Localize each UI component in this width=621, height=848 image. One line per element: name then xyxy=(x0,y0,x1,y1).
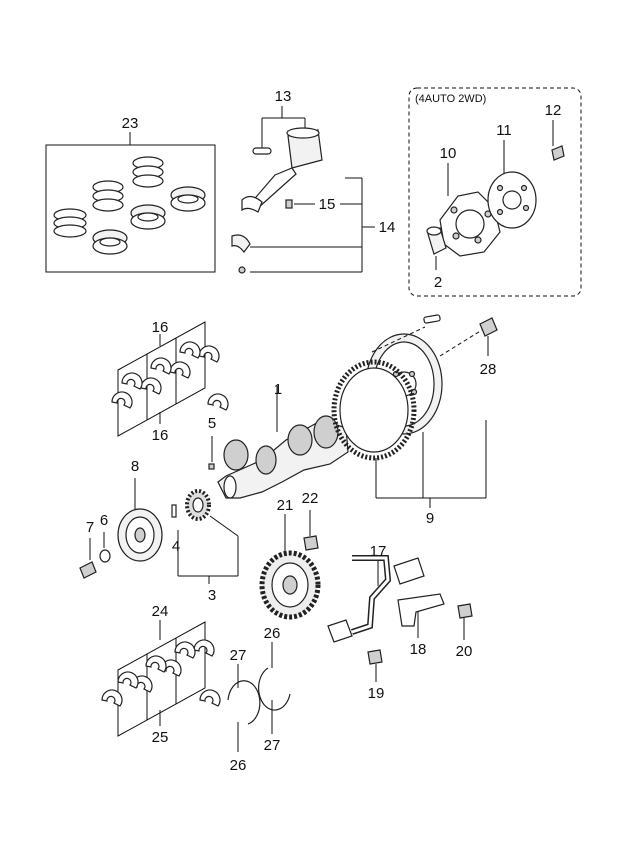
callout-27-lower: 27 xyxy=(264,737,281,754)
callout-10: 10 xyxy=(440,145,457,162)
lower-bearing-group xyxy=(101,620,221,737)
sensor-bracket xyxy=(397,593,445,627)
dowel-pin xyxy=(423,314,441,324)
callout-20: 20 xyxy=(456,643,473,660)
callout-8: 8 xyxy=(131,458,139,475)
drive-plate-group xyxy=(408,87,582,297)
callout-25: 25 xyxy=(152,729,169,746)
flywheel-bolt xyxy=(479,317,498,337)
crank-sensor xyxy=(327,619,353,643)
upper-bearing-shells xyxy=(111,341,229,411)
callout-19: 19 xyxy=(368,685,385,702)
wheel-bolt xyxy=(303,535,319,551)
callout-16-lower: 16 xyxy=(152,427,169,444)
crank-sensor-group xyxy=(327,555,473,682)
pulley-group xyxy=(79,478,239,584)
callout-24: 24 xyxy=(152,603,169,620)
callout-1: 1 xyxy=(274,381,282,398)
callout-16-upper: 16 xyxy=(152,319,169,336)
drive-plate-bolt xyxy=(551,145,565,161)
sensor-wheel-group xyxy=(259,510,321,620)
callout-21: 21 xyxy=(277,497,294,514)
callout-14: 14 xyxy=(379,219,396,236)
ring-gear xyxy=(331,359,417,461)
rod-bolt xyxy=(285,199,293,209)
callout-22: 22 xyxy=(302,490,319,507)
thrust-washer-upper xyxy=(258,667,291,711)
callout-27-upper: 27 xyxy=(230,647,247,664)
callout-17: 17 xyxy=(370,543,387,560)
callout-28: 28 xyxy=(480,361,497,378)
callout-13: 13 xyxy=(275,88,292,105)
callout-2: 2 xyxy=(434,274,442,291)
callout-9: 9 xyxy=(426,510,434,527)
callout-23: 23 xyxy=(122,115,139,132)
thrust-washer-group xyxy=(227,642,291,752)
callout-labels: (4AUTO 2WD) 1 2 3 4 5 6 7 8 9 10 11 12 1… xyxy=(86,88,562,774)
thrust-washer-lower xyxy=(227,680,261,725)
callout-12: 12 xyxy=(545,102,562,119)
variant-box xyxy=(408,87,582,297)
upper-bearing-group xyxy=(111,321,229,437)
piston-rod-group xyxy=(231,106,375,274)
crankshaft-group xyxy=(208,386,349,499)
pulley-bolt xyxy=(79,561,97,579)
callout-3: 3 xyxy=(208,587,216,604)
callout-11: 11 xyxy=(496,122,512,139)
piston-ring-set-group xyxy=(45,132,216,273)
callout-6: 6 xyxy=(100,512,108,529)
callout-7: 7 xyxy=(86,519,94,536)
callout-15: 15 xyxy=(319,196,336,213)
sensor-connector xyxy=(393,557,425,585)
callout-4: 4 xyxy=(172,538,180,555)
pulley-washer xyxy=(99,549,111,563)
callout-18: 18 xyxy=(410,641,427,658)
flywheel-group xyxy=(331,314,498,508)
rod-cap xyxy=(231,234,251,253)
crank-key xyxy=(208,463,215,470)
callout-26-upper: 26 xyxy=(264,625,281,642)
sprocket-key xyxy=(171,504,177,518)
piston-pin xyxy=(252,147,272,155)
variant-label: (4AUTO 2WD) xyxy=(415,93,486,105)
lower-bearing-shells xyxy=(101,639,221,707)
bracket-bolt xyxy=(457,603,473,619)
sensor-bolt xyxy=(367,649,383,665)
callout-5: 5 xyxy=(208,415,216,432)
piston-ring-stacks xyxy=(53,156,206,255)
callout-26-lower: 26 xyxy=(230,757,247,774)
